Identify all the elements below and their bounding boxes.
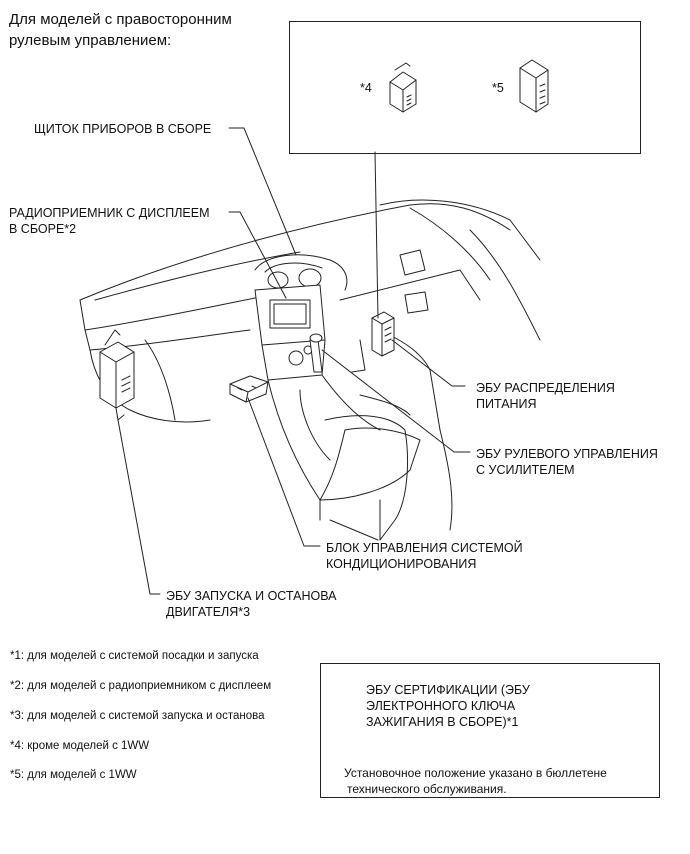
footnote-5: *5: для моделей с 1WW <box>10 769 137 781</box>
label-cert-line-2: ЭЛЕКТРОННОГО КЛЮЧА <box>366 699 516 713</box>
footnote-2: *2: для моделей с радиоприемником с дисп… <box>10 680 272 692</box>
ac-unit-illustration <box>229 375 269 403</box>
footnote-3: *3: для моделей с системой запуска и ост… <box>10 710 265 722</box>
label-power-distribution-line-2: ПИТАНИЯ <box>476 397 537 411</box>
label-eps-line-2: С УСИЛИТЕЛЕМ <box>476 463 575 477</box>
label-ac-line-1: БЛОК УПРАВЛЕНИЯ СИСТЕМОЙ <box>326 541 523 555</box>
label-eps-ecu: ЭБУ РУЛЕВОГО УПРАВЛЕНИЯ С УСИЛИТЕЛЕМ <box>476 446 658 478</box>
inset-box-top <box>289 21 641 154</box>
inset-mark-5: *5 <box>492 81 504 95</box>
footnote-1: *1: для моделей с системой посадки и зап… <box>10 650 259 662</box>
label-certification-ecu: ЭБУ СЕРТИФИКАЦИИ (ЭБУ ЭЛЕКТРОННОГО КЛЮЧА… <box>366 682 530 730</box>
label-engine-line-1: ЭБУ ЗАПУСКА И ОСТАНОВА <box>166 589 337 603</box>
label-ac-line-2: КОНДИЦИОНИРОВАНИЯ <box>326 557 477 571</box>
footnote-4: *4: кроме моделей с 1WW <box>10 740 150 752</box>
label-eps-line-1: ЭБУ РУЛЕВОГО УПРАВЛЕНИЯ <box>476 447 658 461</box>
label-cert-line-1: ЭБУ СЕРТИФИКАЦИИ (ЭБУ <box>366 683 530 697</box>
leader-inset-to-ecu <box>374 151 379 319</box>
leader-radio <box>228 211 287 299</box>
label-radio-line-2: В СБОРЕ*2 <box>9 222 77 236</box>
leader-power-distribution <box>391 339 466 387</box>
label-instrument-cluster: ЩИТОК ПРИБОРОВ В СБОРЕ <box>34 122 212 136</box>
installation-note: Установочное положение указано в бюллете… <box>344 765 607 797</box>
label-engine-line-2: ДВИГАТЕЛЯ*3 <box>166 605 251 619</box>
leader-eps <box>321 349 471 453</box>
power-distribution-ecu-illustration <box>371 311 395 357</box>
label-engine-ecu: ЭБУ ЗАПУСКА И ОСТАНОВА ДВИГАТЕЛЯ*3 <box>166 588 336 620</box>
label-ac-control: БЛОК УПРАВЛЕНИЯ СИСТЕМОЙ КОНДИЦИОНИРОВАН… <box>326 540 523 572</box>
leader-engine-ecu <box>117 419 161 595</box>
heading-line-1: Для моделей с правосторонним <box>9 11 232 28</box>
label-cert-line-3: ЗАЖИГАНИЯ В СБОРЕ)*1 <box>366 715 519 729</box>
leader-ac <box>247 397 321 547</box>
label-power-distribution-line-1: ЭБУ РАСПРЕДЕЛЕНИЯ <box>476 381 615 395</box>
engine-ecu-illustration <box>99 329 135 421</box>
label-radio: РАДИОПРИЕМНИК С ДИСПЛЕЕМ В СБОРЕ*2 <box>9 205 210 237</box>
note-line-2: технического обслуживания. <box>347 782 507 796</box>
leader-instrument-cluster <box>228 127 297 256</box>
ecu-4-illustration <box>389 62 417 113</box>
label-power-distribution-ecu: ЭБУ РАСПРЕДЕЛЕНИЯ ПИТАНИЯ <box>476 380 615 412</box>
ecu-5-illustration <box>519 59 549 113</box>
inset-box-bottom <box>320 663 660 798</box>
inset-mark-4: *4 <box>360 81 372 95</box>
label-radio-line-1: РАДИОПРИЕМНИК С ДИСПЛЕЕМ <box>9 206 210 220</box>
heading-line-2: рулевым управлением: <box>9 32 172 49</box>
page-heading: Для моделей с правосторонним рулевым упр… <box>9 9 232 51</box>
note-line-1: Установочное положение указано в бюллете… <box>344 766 607 780</box>
